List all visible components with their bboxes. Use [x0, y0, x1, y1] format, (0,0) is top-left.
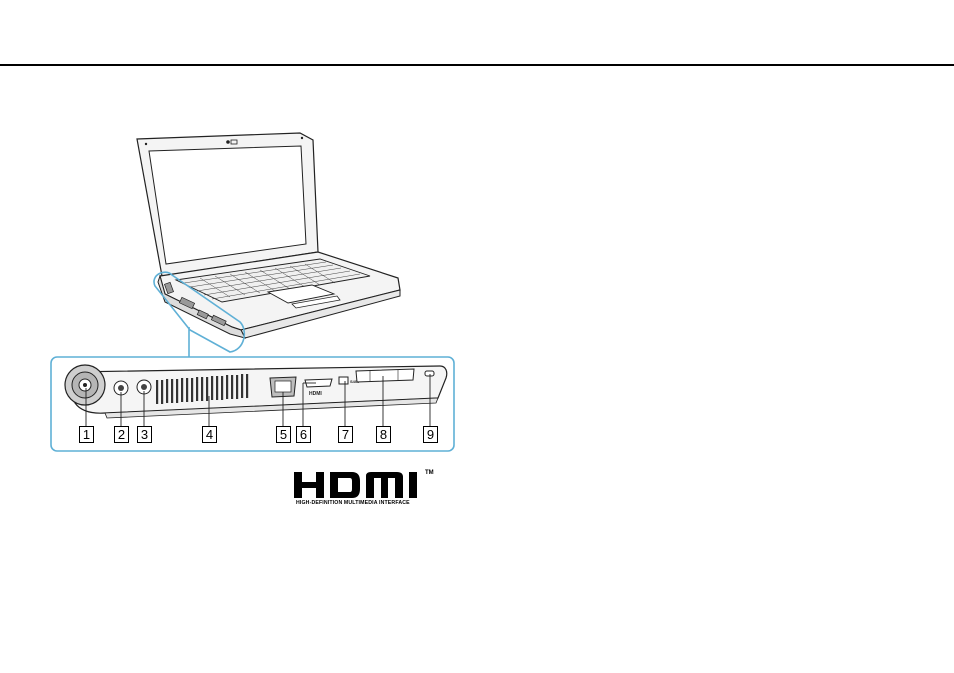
callout-4: 4	[202, 426, 217, 443]
security-slot	[425, 371, 434, 376]
expresscard-slot	[356, 369, 414, 382]
callout-1: 1	[79, 426, 94, 443]
callout-7: 7	[338, 426, 353, 443]
hdmi-trademark: TM	[425, 470, 434, 476]
callout-3: 3	[137, 426, 152, 443]
svg-text:HDMI: HDMI	[309, 391, 322, 397]
hdmi-tagline: HIGH-DEFINITION MULTIMEDIA INTERFACE	[296, 500, 431, 506]
webcam	[226, 140, 230, 144]
callout-8: 8	[376, 426, 391, 443]
lid-dot-right	[301, 137, 303, 139]
laptop-screen	[149, 146, 306, 264]
callout-6: 6	[296, 426, 311, 443]
hdmi-wordmark	[294, 472, 426, 498]
callout-9: 9	[423, 426, 438, 443]
callout-2: 2	[114, 426, 129, 443]
callout-5: 5	[276, 426, 291, 443]
hdmi-logo: TM HIGH-DEFINITION MULTIMEDIA INTERFACE	[294, 470, 442, 512]
lid-dot	[145, 143, 147, 145]
ilink-port	[339, 377, 348, 384]
